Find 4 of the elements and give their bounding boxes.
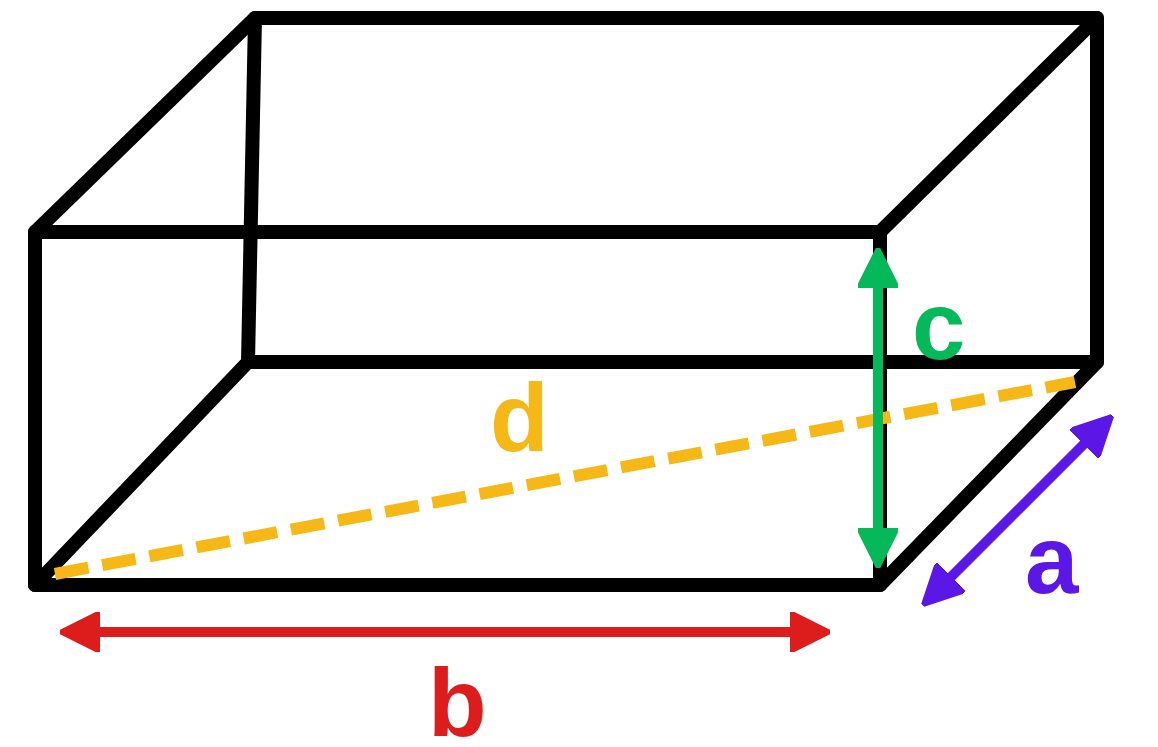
dimension-label: a [1025,512,1079,608]
dimension-label: c [912,278,966,374]
dimension-label: b [428,655,487,747]
dimension-label: d [490,370,549,466]
